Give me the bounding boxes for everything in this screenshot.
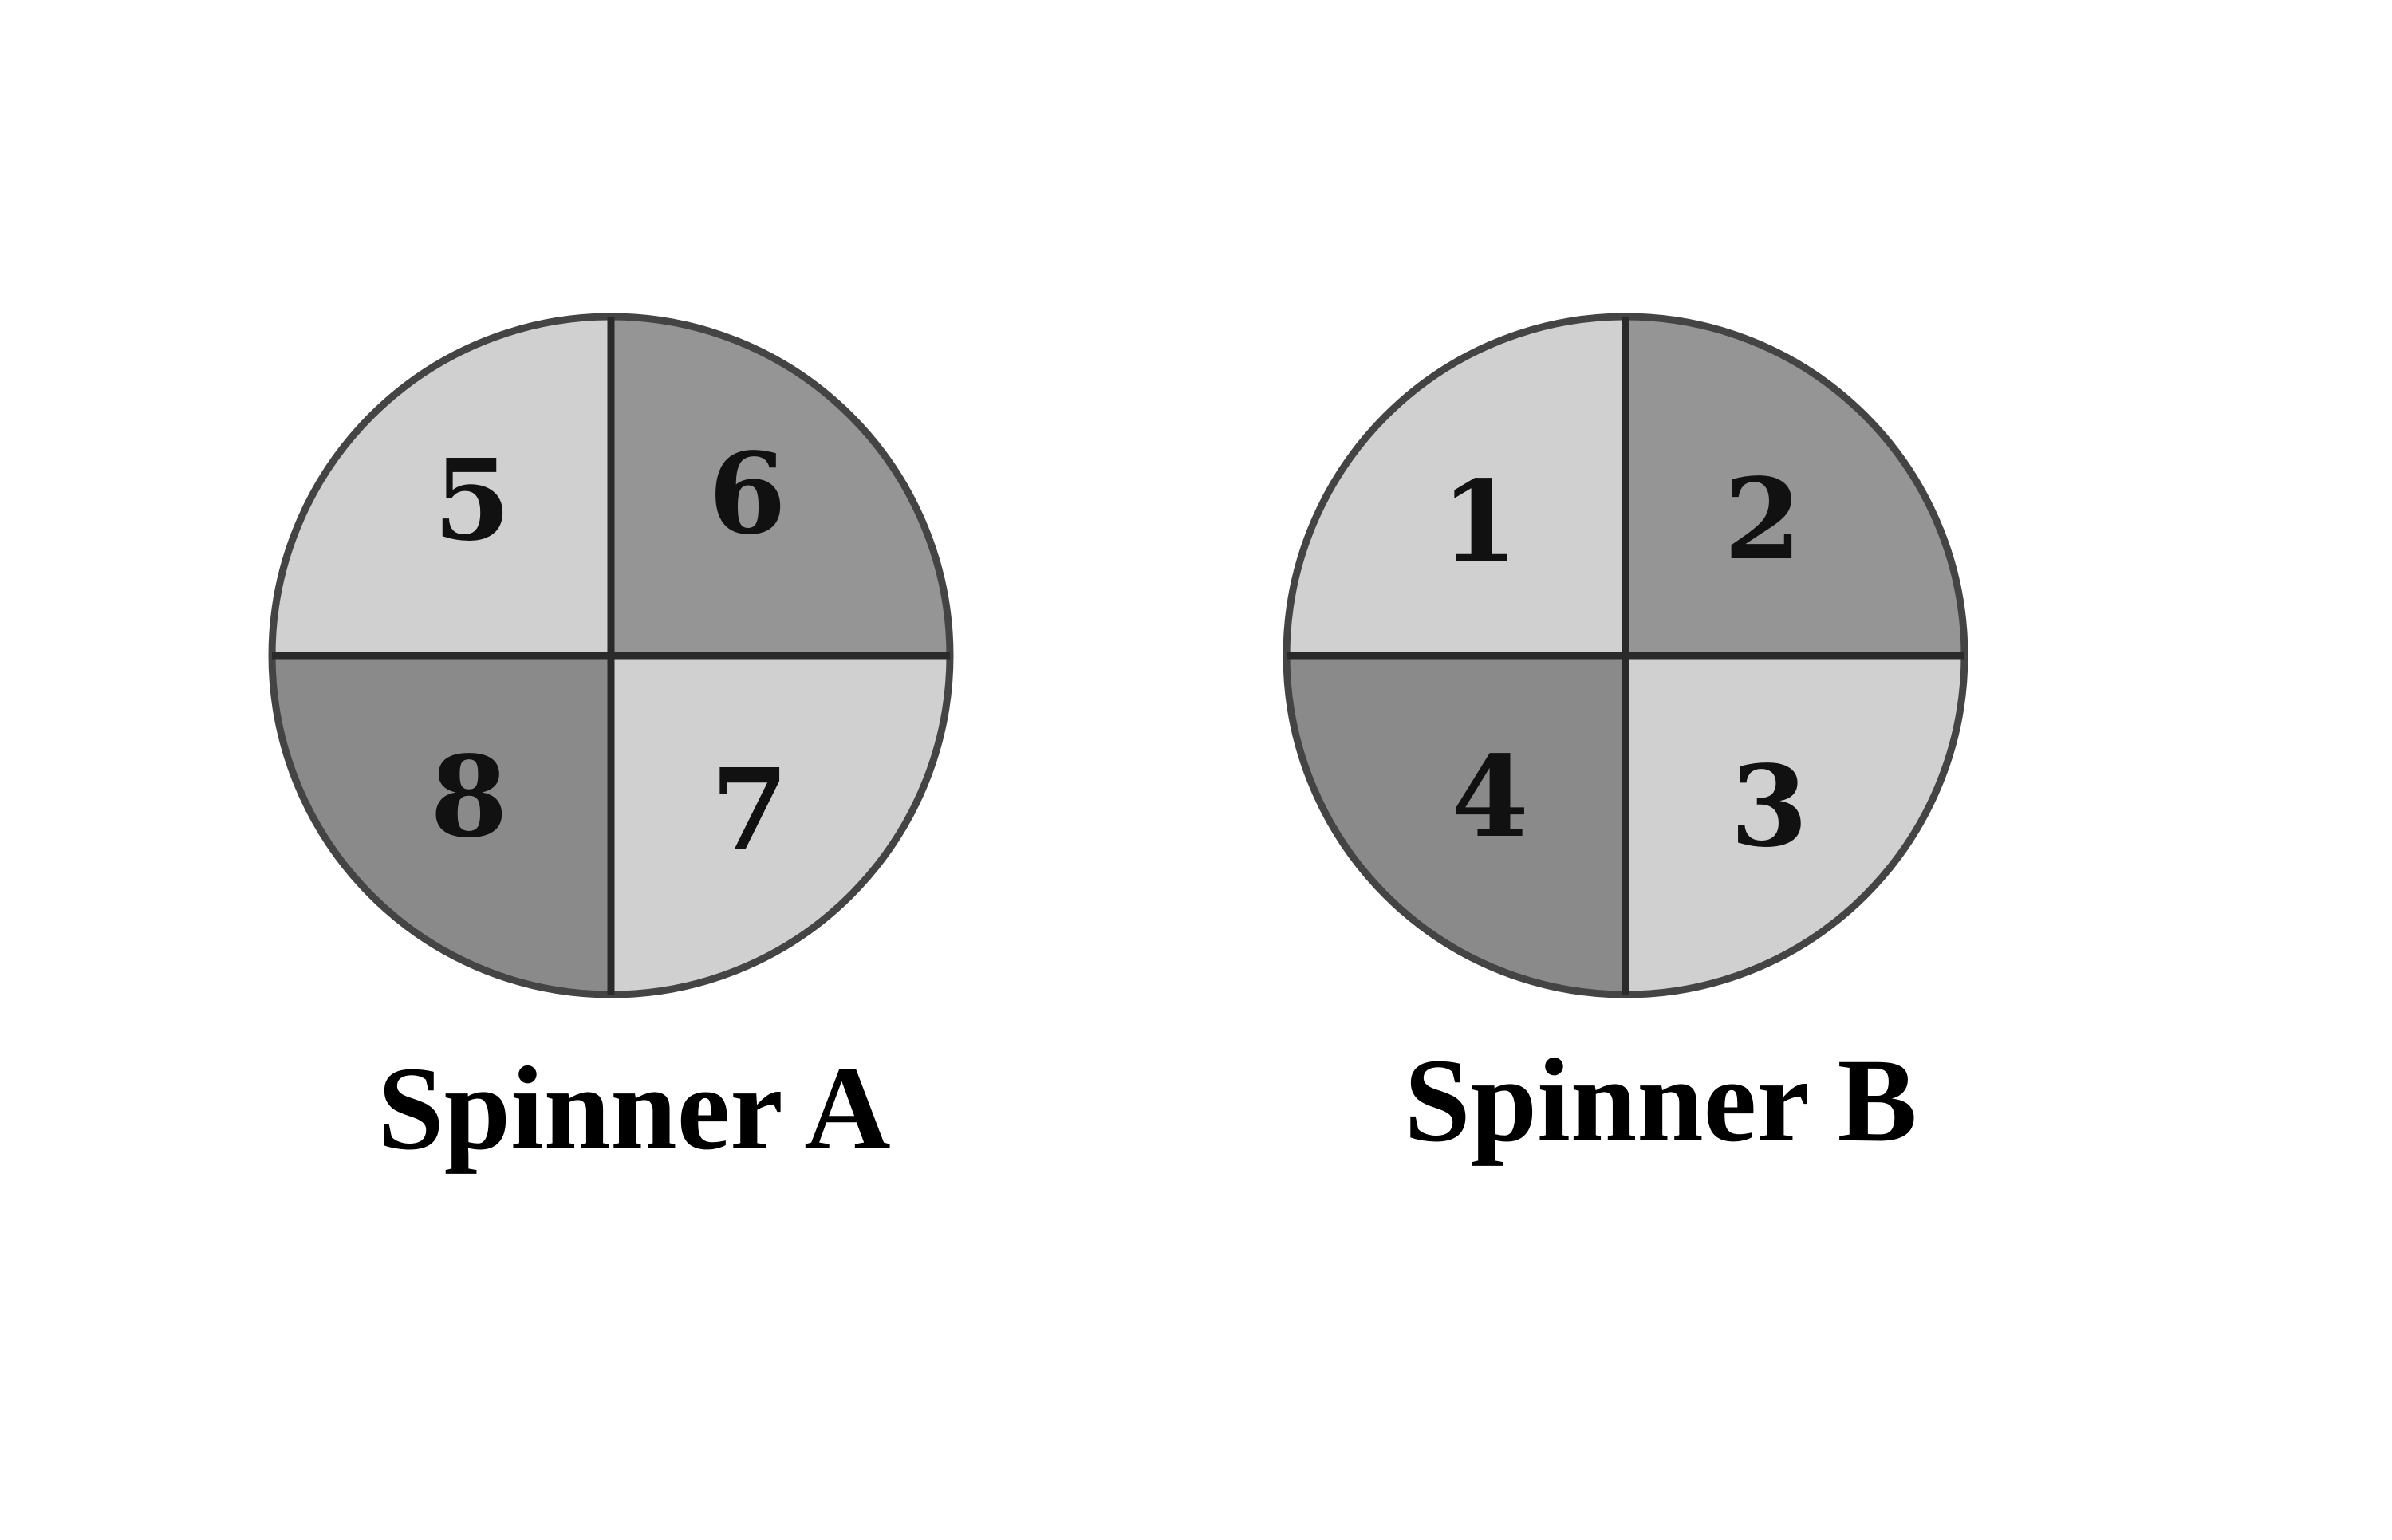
spinner-b-sector-top-left: [1287, 317, 1626, 656]
spinner-b: 1 2 4 3 Spinner B: [1283, 313, 1968, 1167]
spinner-a-sector-top-left: [272, 317, 611, 656]
spinner-b-label-bottom-left: 4: [1451, 732, 1528, 863]
spinner-b-label-top-left: 1: [1440, 457, 1518, 588]
spinner-b-sector-bottom-right: [1626, 656, 1964, 995]
spinner-b-sector-top-right: [1626, 317, 1964, 656]
spinner-a-sector-bottom-right: [611, 656, 950, 995]
spinner-a: 5 6 8 7 Spinner A: [268, 313, 954, 1175]
spinner-b-sector-bottom-left: [1287, 656, 1626, 995]
spinner-b-label-bottom-right: 3: [1730, 742, 1807, 872]
spinner-a-caption: Spinner A: [377, 1042, 890, 1175]
spinner-a-label-bottom-right: 7: [711, 745, 788, 876]
spinner-a-label-top-right: 6: [708, 429, 786, 560]
spinner-a-label-top-left: 5: [433, 435, 510, 566]
spinner-a-sector-top-right: [611, 317, 950, 656]
spinner-a-sector-bottom-left: [272, 656, 611, 995]
spinner-a-label-bottom-left: 8: [430, 732, 507, 863]
spinner-b-label-top-right: 2: [1724, 455, 1801, 585]
spinner-b-caption: Spinner B: [1404, 1034, 1917, 1167]
